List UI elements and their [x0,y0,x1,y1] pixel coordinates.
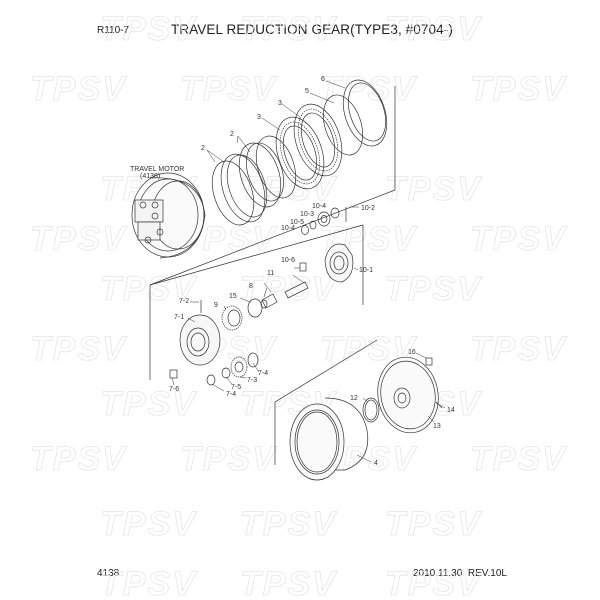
callout-label: 10-6 [281,257,295,264]
part-10-5-bearing[interactable] [309,220,317,230]
callout-label: 10-4 [281,225,295,232]
part-7-5-bearing[interactable] [221,367,231,379]
part-7-1-carrier[interactable] [179,314,221,366]
watermark: TPSV [30,220,128,258]
callout-label: 7-2 [179,298,189,305]
part-4-housing[interactable] [289,397,369,481]
callout-label: 9 [214,302,218,309]
part-13-cover[interactable] [372,352,444,437]
part-10-4-washer-a[interactable] [330,207,340,219]
part-16-plug[interactable] [425,357,433,366]
watermark: TPSV [30,440,128,478]
page-title: TRAVEL REDUCTION GEAR(TYPE3, #0704-) [171,22,453,37]
travel-motor-label: TRAVEL MOTOR [130,166,184,173]
watermark: TPSV [100,385,198,423]
watermark: TPSV [470,440,568,478]
callout-label: 7-4 [226,391,236,398]
watermark: TPSV [320,70,418,108]
watermark: TPSV [180,440,278,478]
part-9-sun-gear[interactable] [221,305,243,331]
watermark-layer: TPSV TPSV TPSV TPSV TPSV TPSV TPSV TPSV … [30,10,568,600]
watermark: TPSV [100,565,198,600]
callouts: 6 5 3 3 2 2 10-2 10-4 10-3 10-5 10-4 10-… [169,76,455,467]
watermark: TPSV [100,10,198,48]
callout-label: 7-4 [258,370,268,377]
part-2-oring-b[interactable] [249,131,303,203]
leader-lines [171,80,446,463]
part-10-1-carrier[interactable] [324,243,354,283]
travel-motor-ref: (4136) [140,173,160,180]
part-2-seal-pair-b[interactable] [232,138,291,213]
watermark: TPSV [385,565,483,600]
part-2-seal-pair-a[interactable] [213,149,274,228]
part-10-3-gear[interactable] [317,211,331,227]
part-7-6-pin[interactable] [169,369,178,379]
part-11-shaft[interactable] [284,281,309,299]
watermark: TPSV [30,330,128,368]
model-number: R110-7 [97,25,130,36]
part-14-bolt[interactable] [435,401,443,409]
part-12-ring[interactable] [362,397,380,423]
callout-label: 10-3 [300,211,314,218]
watermark: TPSV [30,70,128,108]
revision-date: 2010.11.30 REV.10L [413,568,507,579]
callout-label: 15 [229,293,237,300]
callout-label: 13 [433,423,441,430]
watermark: TPSV [385,505,483,543]
callout-label: 10-2 [361,205,375,212]
watermark: TPSV [240,565,338,600]
callout-label: 8 [249,283,253,290]
part-7-4-washer-b[interactable] [206,374,216,386]
watermark: TPSV [100,505,198,543]
callout-label: 10-5 [290,219,304,226]
page-number: 4138 [97,568,120,579]
part-5-ring[interactable] [316,90,369,160]
part-15-ring[interactable] [247,298,263,318]
part-3-bearing-b[interactable] [286,98,351,182]
watermark: TPSV [100,270,198,308]
watermark: TPSV [240,10,338,48]
group-frame-upper [149,86,396,286]
part-2-oring-a[interactable] [205,156,262,231]
travel-motor[interactable] [131,172,206,259]
watermark: TPSV [470,330,568,368]
callout-label: 11 [267,270,274,277]
watermark: TPSV [385,270,483,308]
part-7-3-planet-gear[interactable] [230,356,248,378]
callout-label: 12 [350,395,358,402]
watermark: TPSV [385,170,483,208]
group-frame-lower [274,339,378,465]
group-frame-middle-top [149,224,364,286]
callout-label: 10-1 [359,267,373,274]
part-7-4-washer-a[interactable] [247,352,259,368]
watermark: TPSV [240,270,338,308]
watermark: TPSV [180,70,278,108]
part-6-floating-seal[interactable] [335,74,394,151]
callout-label: 14 [447,407,455,414]
callout-label: 7-3 [247,377,257,384]
callout-label: 6 [321,76,325,83]
watermark: TPSV [470,220,568,258]
callout-label: 7-6 [169,386,179,393]
callout-label: 2 [230,131,234,138]
callout-label: 5 [305,88,309,95]
callout-label: 7-1 [174,314,184,321]
callout-label: 16 [408,349,416,356]
part-3-bearing-a[interactable] [268,111,333,195]
callout-label: 4 [374,460,378,467]
callout-label: 3 [278,100,282,107]
watermark: TPSV [240,505,338,543]
callout-label: 2 [201,145,205,152]
callout-label: 3 [257,114,261,121]
callout-label: 7-5 [231,384,241,391]
part-10-6-pin[interactable] [299,262,307,272]
watermark: TPSV [240,170,338,208]
watermark: TPSV [470,70,568,108]
watermark: TPSV [385,10,483,48]
callout-label: 10-4 [312,203,326,210]
part-10-4-washer-b[interactable] [301,225,309,235]
